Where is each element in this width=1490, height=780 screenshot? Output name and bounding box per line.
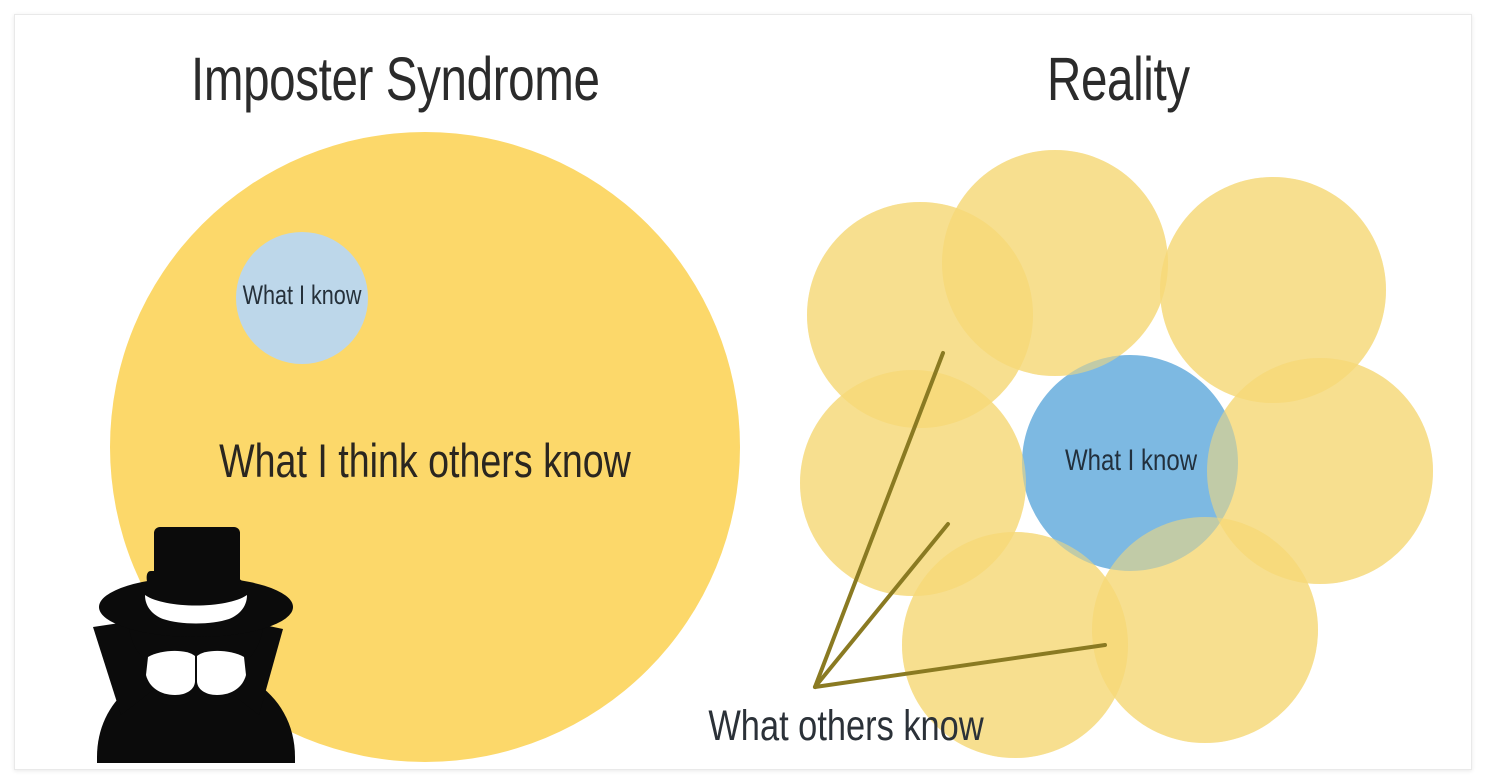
- label-what-i-think-others-know: What I think others know: [219, 434, 631, 487]
- petal-overlay-2: [1160, 177, 1386, 403]
- diagram-svg: [93, 132, 1433, 763]
- label-what-i-know-left: What I know: [242, 280, 362, 310]
- leader-line-1: [813, 351, 945, 689]
- panel-title-reality: Reality: [1047, 45, 1190, 113]
- petal-overlay-1: [942, 150, 1168, 376]
- inner-knowledge-circle: [236, 232, 368, 364]
- petal-overlay-4: [1092, 517, 1318, 743]
- label-what-others-know: What others know: [708, 702, 984, 750]
- label-what-i-know-right: What I know: [1064, 444, 1198, 477]
- image-card: Imposter Syndrome Reality What I know Wh…: [14, 14, 1472, 770]
- leader-line-3: [813, 643, 1107, 689]
- center-knowledge-circle: [1022, 355, 1238, 571]
- panel-title-imposter-syndrome: Imposter Syndrome: [191, 45, 600, 113]
- leader-line-2: [813, 522, 950, 689]
- leader-lines-group: [813, 351, 1107, 689]
- spy-detective-icon: [93, 527, 295, 763]
- petal-overlay-3: [1207, 358, 1433, 584]
- petal-overlay-group: [800, 150, 1433, 758]
- petal-overlay-5: [902, 532, 1128, 758]
- petal-overlay-6: [800, 370, 1026, 596]
